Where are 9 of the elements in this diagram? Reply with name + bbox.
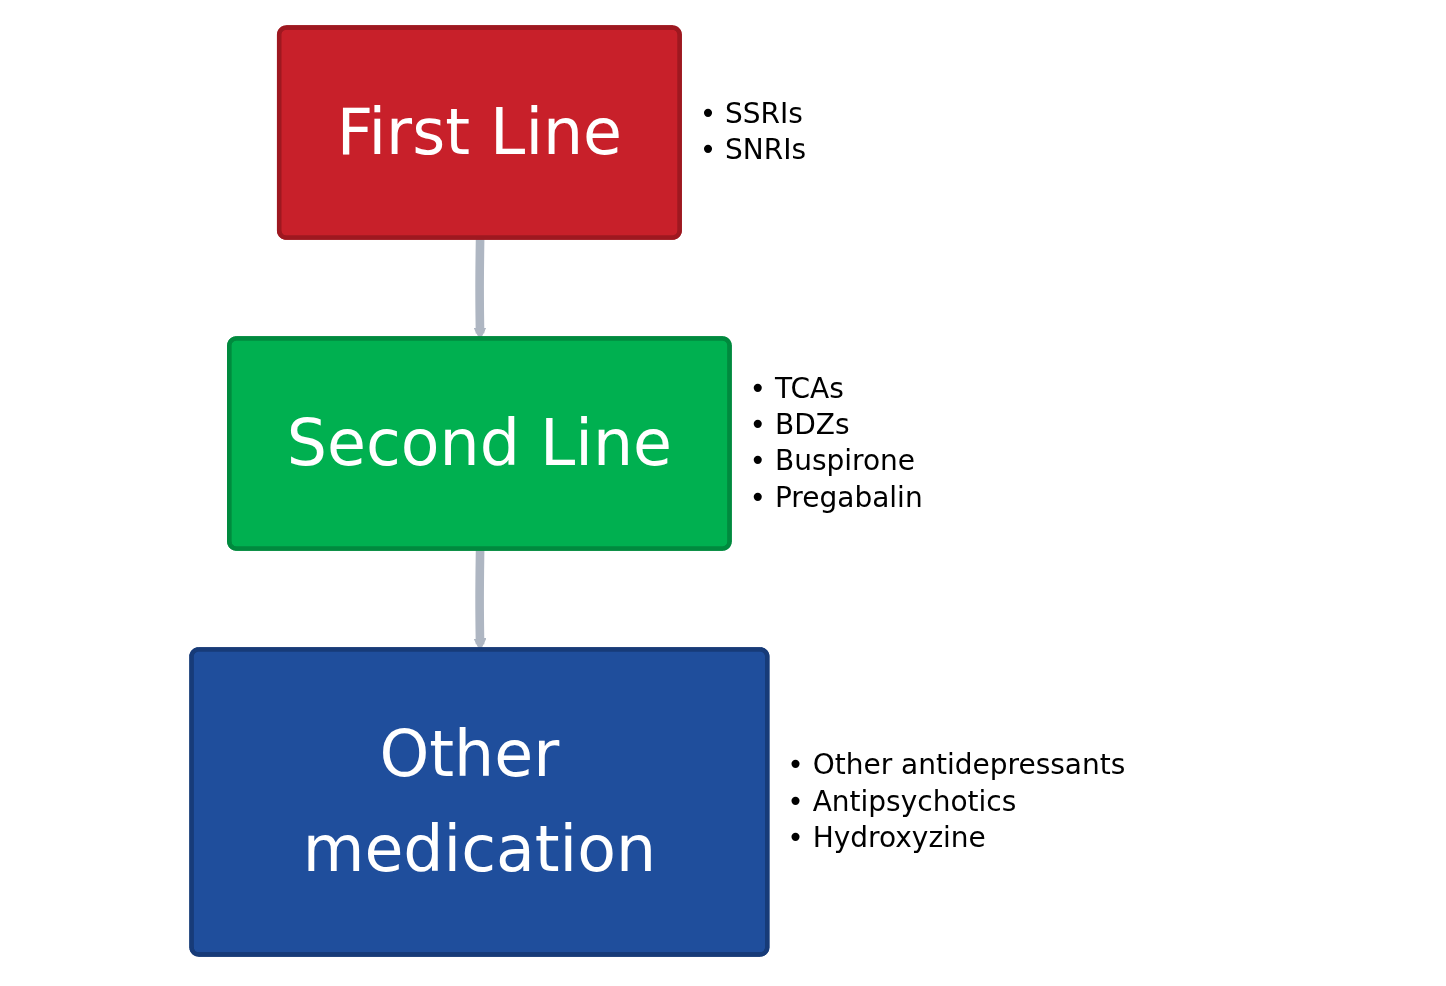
bullet-item: • Other antidepressants [787,747,1126,784]
bullet-item: • SSRIs [699,96,804,133]
bullet-item: • BDZs [749,406,851,443]
bullet-item: • Buspirone [749,443,917,480]
bullet-item: • TCAs [749,370,845,407]
bullet-item: • Pregabalin [749,479,923,516]
bullet-item: • Antipsychotics [787,783,1018,820]
bullet-item: • Hydroxyzine [787,820,987,857]
bullet-item: • SNRIs [699,132,807,169]
